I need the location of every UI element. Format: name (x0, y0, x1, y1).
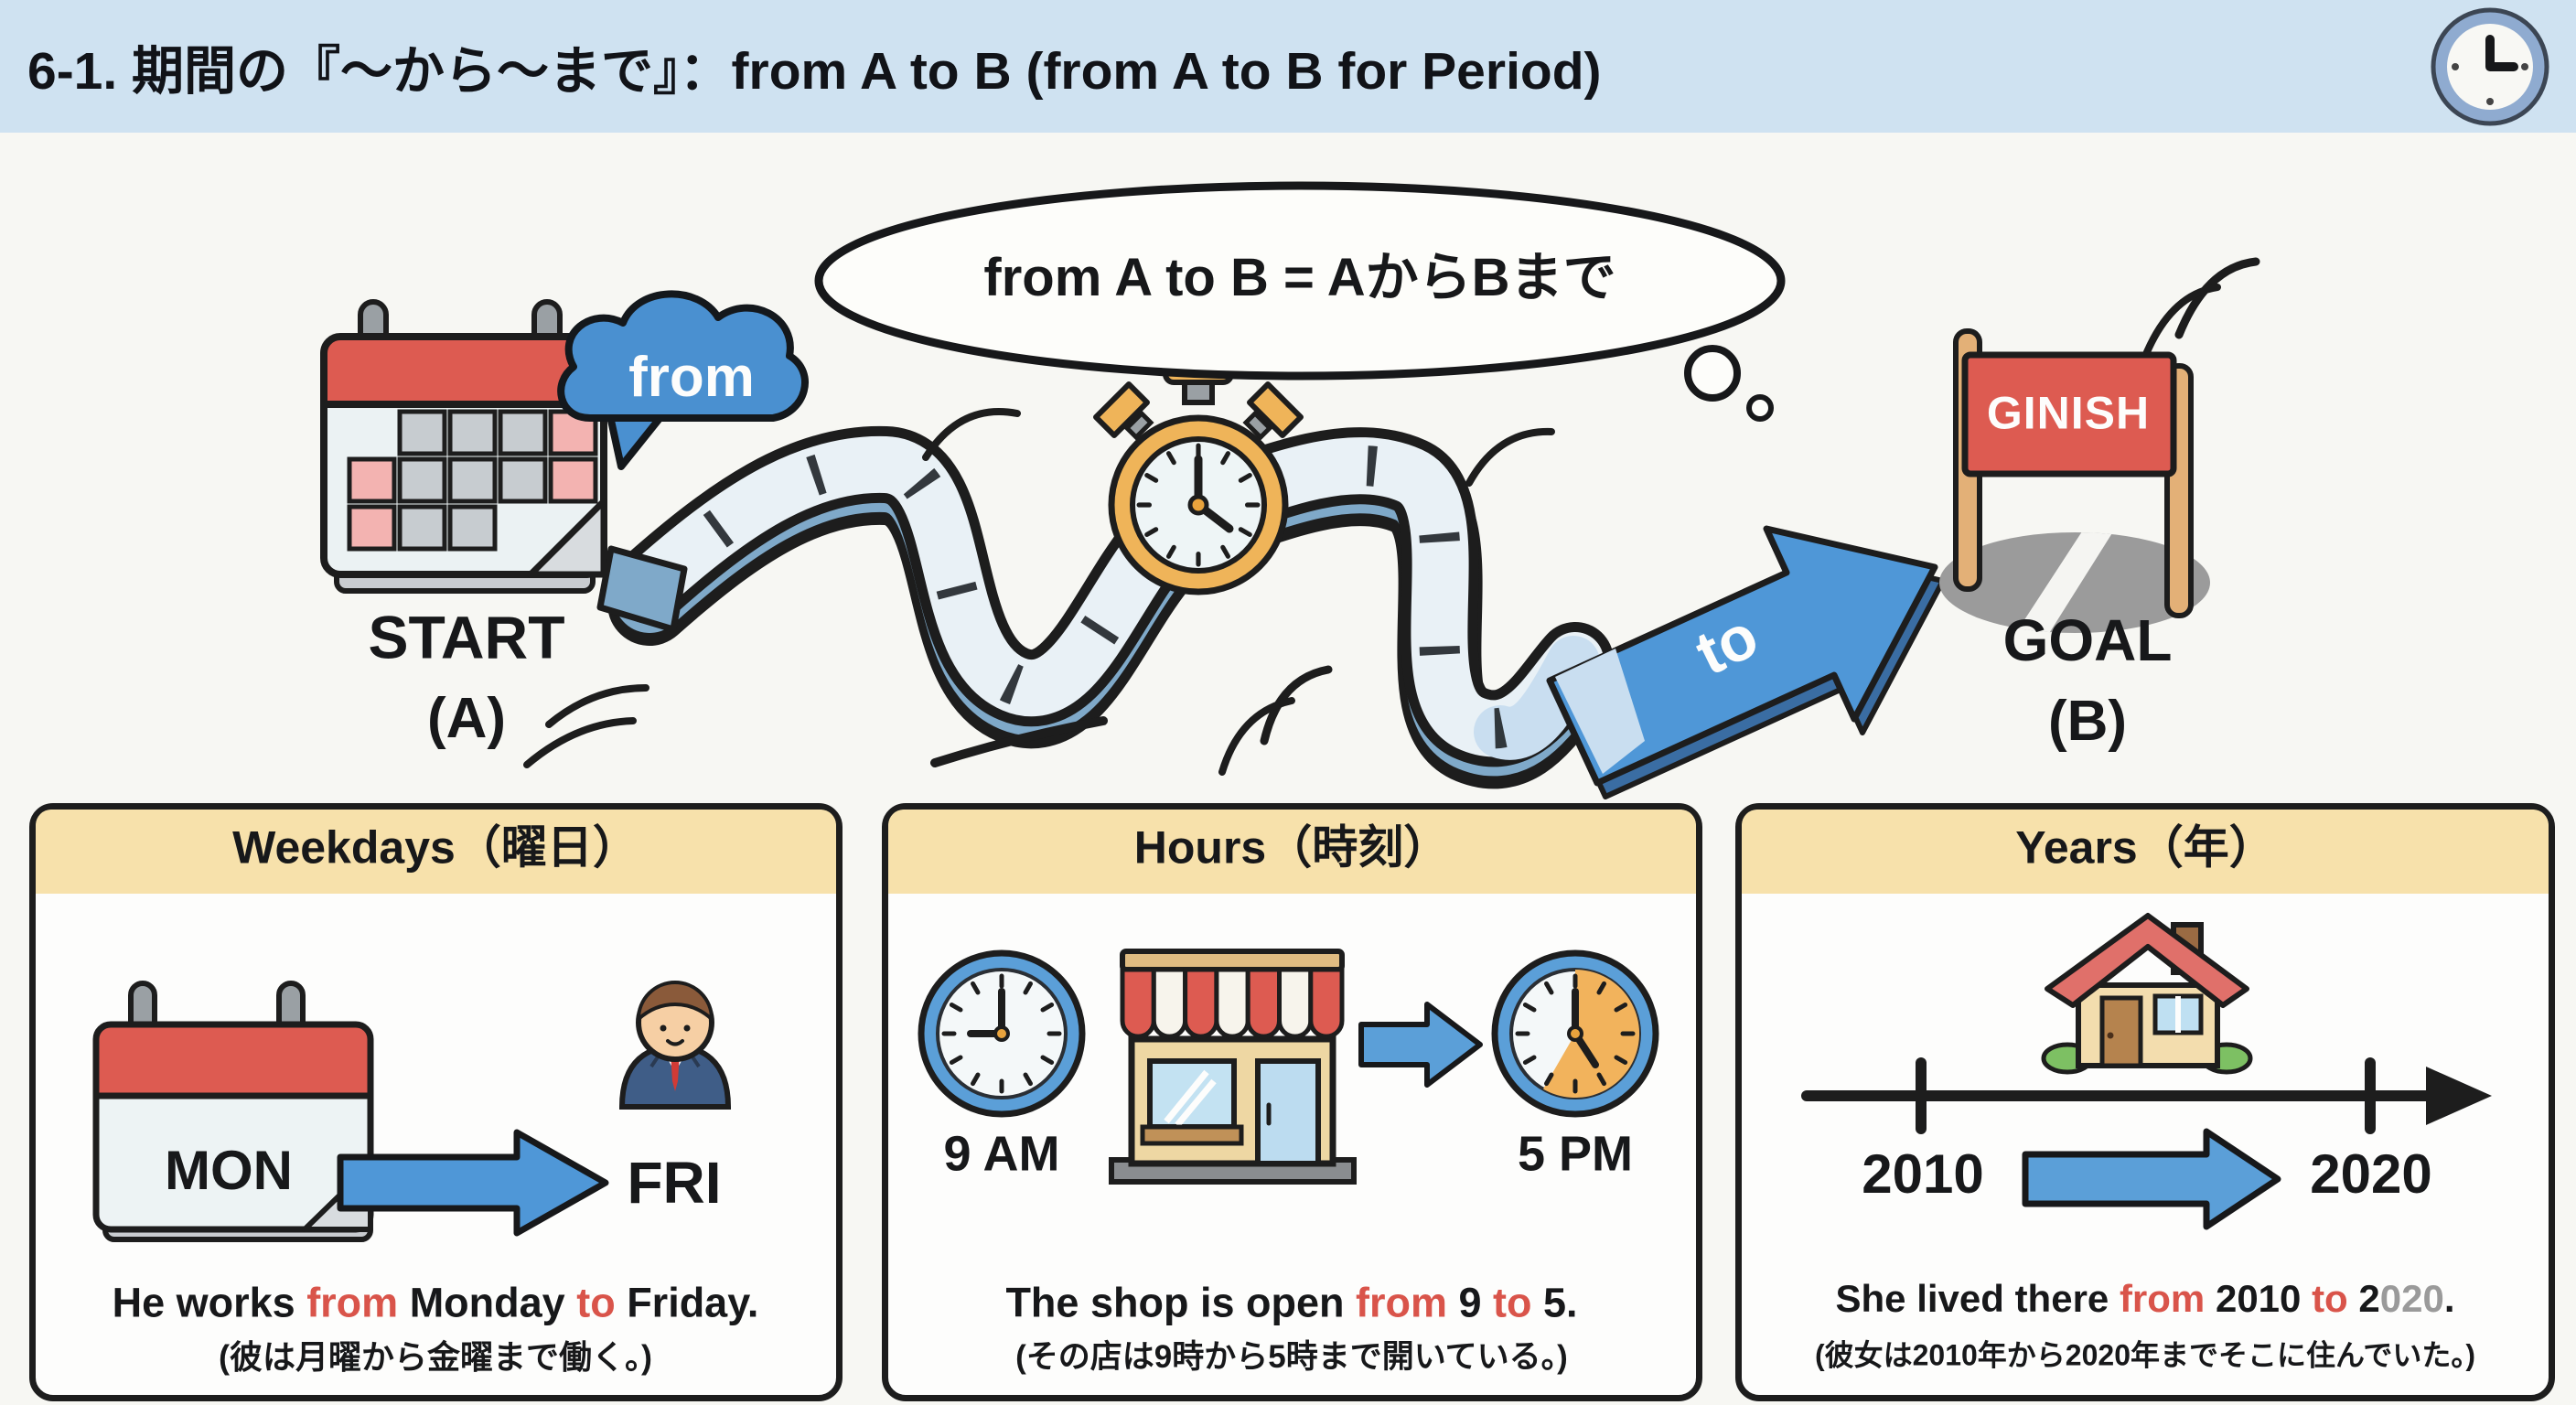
years-end-value: 2020 (2310, 1143, 2432, 1205)
start-label: START (368, 603, 565, 671)
panel-years-title: Years（年） (2015, 821, 2275, 874)
thought-bubble-text: from A to B = AからBまで (983, 248, 1616, 308)
hours-end-value: 5 PM (1517, 1126, 1634, 1182)
weekdays-start-value: MON (165, 1140, 293, 1201)
panel-years (1735, 803, 2555, 1401)
hours-sentence-jp: (その店は9時から5時まで開いている。) (1015, 1338, 1568, 1375)
motion-lines (523, 257, 2260, 776)
start-sub-label: (A) (426, 686, 507, 750)
hours-start-value: 9 AM (943, 1126, 1060, 1182)
start-calendar-icon (320, 299, 607, 594)
years-sentence-jp: (彼女は2010年から2020年までそこに住んでいた。) (1814, 1338, 2476, 1372)
to-arrow-label: to (1685, 600, 1769, 689)
years-sentence-en: She lived there from 2010 to 2020. (1835, 1276, 2455, 1320)
goal-sub-label: (B) (2047, 689, 2128, 753)
stopwatch-icon (1093, 339, 1304, 595)
timeline-road (596, 425, 1617, 789)
from-cloud-label: from (628, 345, 755, 409)
header-bar: 6-1. 期間の『〜から〜まで』：from A to B (from A to … (0, 0, 2576, 133)
weekdays-sentence-jp: (彼は月曜から金曜まで働く。) (219, 1338, 652, 1377)
page-title: 6-1. 期間の『〜から〜まで』：from A to B (from A to … (27, 41, 1602, 101)
panel-hours-title-band (888, 810, 1696, 894)
panel-years-title-band (1742, 810, 2549, 894)
panel-weekdays-title: Weekdays（曜日） (232, 821, 639, 874)
finish-banner-label: GINISH (1986, 387, 2151, 439)
years-start-value: 2010 (1862, 1143, 1984, 1205)
panel-hours-title: Hours（時刻） (1133, 821, 1450, 874)
weekdays-sentence-en: He works from Monday to Friday. (112, 1279, 759, 1326)
panel-weekdays-title-band (36, 810, 836, 894)
weekdays-end-value: FRI (627, 1149, 722, 1216)
goal-label: GOAL (2002, 606, 2173, 673)
hours-sentence-en: The shop is open from 9 to 5. (1005, 1279, 1578, 1326)
finish-banner (1939, 328, 2210, 633)
